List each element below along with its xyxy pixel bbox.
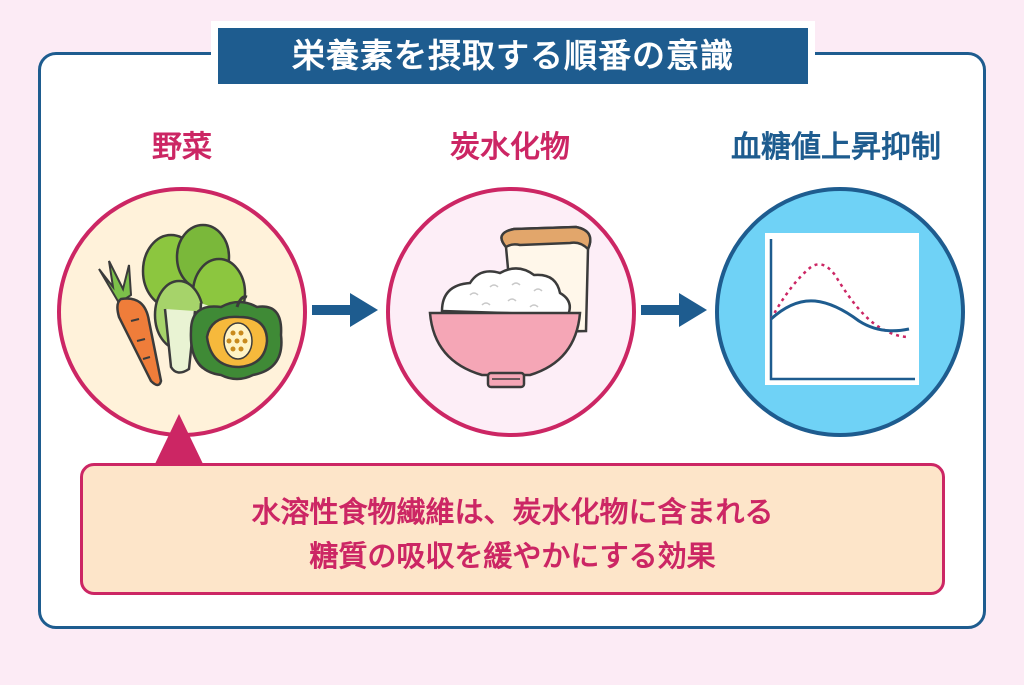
step-circle-blood-sugar xyxy=(715,187,965,437)
arrow-right-icon xyxy=(312,293,378,327)
arrow-right-icon xyxy=(641,293,707,327)
step-label-carbohydrates: 炭水化物 xyxy=(450,130,570,165)
step-circle-carbohydrates xyxy=(386,187,636,437)
vegetables-icon xyxy=(98,223,283,387)
step-circle-vegetables xyxy=(57,187,307,437)
step-label-blood-sugar-suppression: 血糖値上昇抑制 xyxy=(731,130,941,165)
callout-box: 水溶性食物繊維は、炭水化物に含まれる 糖質の吸収を緩やかにする効果 xyxy=(80,463,945,595)
callout-text-line2: 糖質の吸収を緩やかにする効果 xyxy=(309,539,716,573)
blood-sugar-graph-icon xyxy=(765,233,919,385)
step-label-vegetables: 野菜 xyxy=(152,130,212,165)
callout-pointer xyxy=(154,414,204,466)
rice-bread-icon xyxy=(428,225,592,389)
callout-text-line1: 水溶性食物繊維は、炭水化物に含まれる xyxy=(251,495,774,529)
diagram-title: 栄養素を摂取する順番の意識 xyxy=(218,28,808,84)
